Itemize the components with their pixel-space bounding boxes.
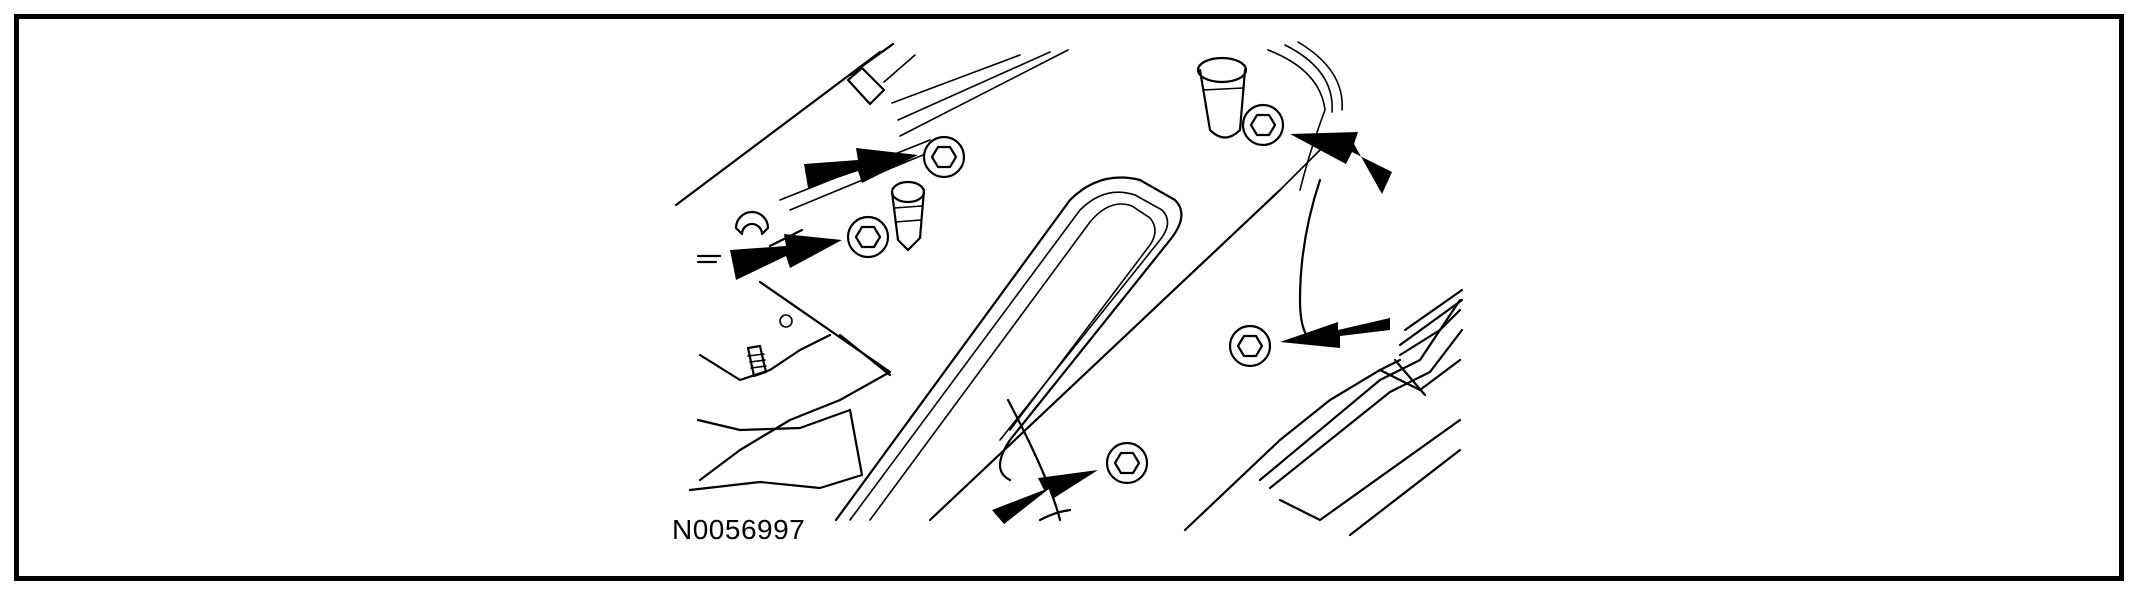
upper-right-linework xyxy=(1196,41,1343,342)
callout-arrow-1 xyxy=(804,148,918,188)
fastener-1 xyxy=(922,135,966,179)
fastener-3 xyxy=(1241,103,1285,147)
lower-right-linework xyxy=(1183,288,1464,537)
callout-arrow-2 xyxy=(730,234,842,280)
fastener-5 xyxy=(1105,441,1149,485)
fastener-4 xyxy=(1228,324,1272,368)
figure-id-label: N0056997 xyxy=(672,514,806,545)
callout-arrow-3 xyxy=(1290,132,1392,194)
fastener-2 xyxy=(846,215,890,259)
callout-arrow-4 xyxy=(1280,318,1390,348)
callout-arrow-5 xyxy=(992,470,1098,524)
